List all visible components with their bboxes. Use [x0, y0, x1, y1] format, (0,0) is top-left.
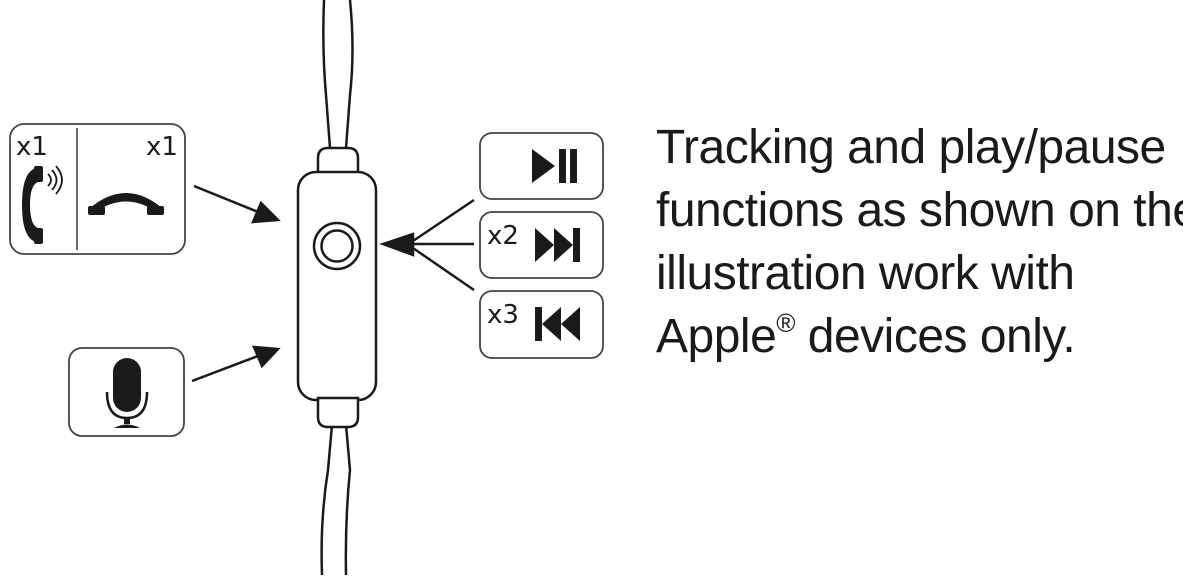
phone-ringing-icon	[22, 165, 63, 244]
caption-apple: Apple	[656, 310, 777, 363]
caption-line-2: functions as shown on the	[656, 184, 1183, 237]
previous-track-box: x3	[479, 290, 604, 359]
play-pause-icon	[532, 149, 577, 183]
remote-top-collar	[316, 146, 360, 177]
caption-devices-only: devices only.	[794, 310, 1076, 363]
hangup-count-label: x1	[146, 132, 178, 162]
remote-button-inner	[320, 229, 354, 263]
remote-bottom-collar	[316, 396, 360, 429]
remote-body	[296, 170, 378, 402]
play-pause-box	[479, 132, 604, 200]
inline-remote	[296, 146, 378, 429]
phone-hangup-icon	[88, 193, 164, 215]
caption-line-1: Tracking and play/pause	[656, 121, 1166, 174]
next-track-icon	[535, 228, 580, 262]
previous-count-label: x3	[487, 300, 519, 330]
microphone-icon	[105, 358, 149, 428]
mic-arrow	[191, 345, 281, 383]
compatibility-caption: Tracking and play/pause functions as sho…	[656, 116, 1183, 368]
headset-cable	[320, 0, 354, 576]
call-controls-box: x1 x1	[9, 123, 186, 255]
pointer-arrows	[191, 184, 475, 383]
microphone-box	[68, 347, 185, 437]
call-arrow	[193, 184, 281, 224]
caption-line-3: illustration work with	[656, 247, 1075, 300]
previous-track-icon	[535, 307, 580, 341]
answer-count-label: x1	[16, 132, 48, 162]
next-track-box: x2	[479, 211, 604, 279]
registered-mark: ®	[776, 308, 795, 338]
next-count-label: x2	[487, 221, 519, 251]
track-arrows	[379, 198, 475, 292]
caption-line-4: Apple® devices only.	[656, 305, 1176, 368]
